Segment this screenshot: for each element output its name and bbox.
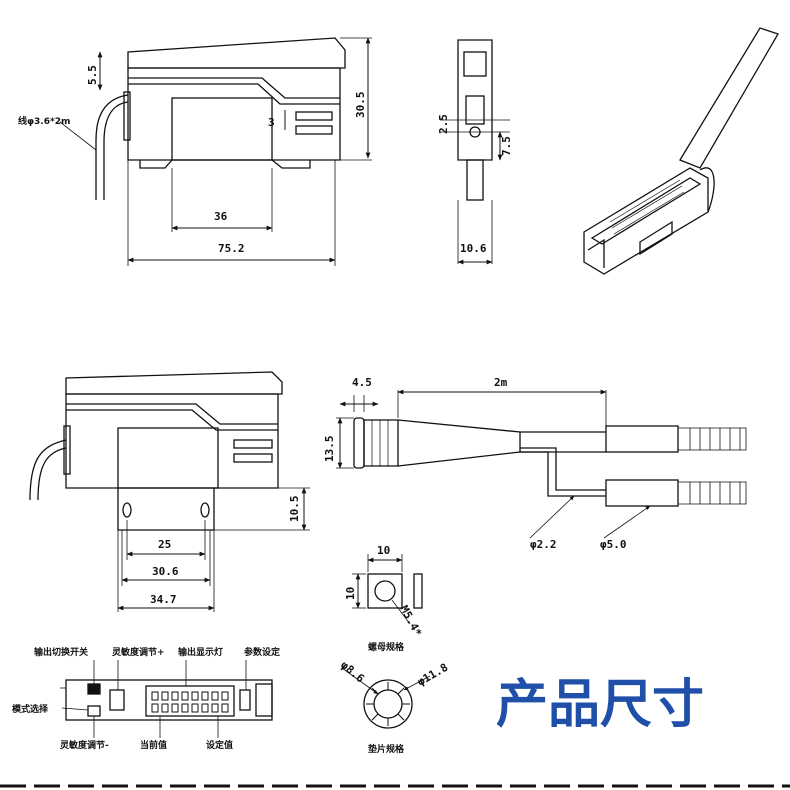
front-dim-length: 75.2 xyxy=(218,242,245,255)
fiber-head-b xyxy=(605,479,679,507)
mount-cable xyxy=(29,439,67,501)
iso-cable xyxy=(699,167,715,213)
washer-inner-label: φ8.6 xyxy=(338,658,367,685)
washer-caption: 垫片规格 xyxy=(368,743,405,755)
front-view-window xyxy=(171,97,273,161)
washer-inner xyxy=(373,689,403,719)
mount-dim-b: 30.6 xyxy=(152,565,179,578)
mount-bracket xyxy=(117,488,215,531)
front-dim-inner: 36 xyxy=(214,210,228,223)
fiber-cable xyxy=(336,389,747,539)
nut-body xyxy=(367,573,403,609)
fiber-dim-dia: 13.5 xyxy=(323,436,336,463)
front-cable-label: 线φ3.6*2m xyxy=(18,115,70,127)
front-view-stripe xyxy=(128,77,340,99)
front-view-cap xyxy=(127,37,346,69)
mount-dim-height: 10.5 xyxy=(288,496,301,523)
end-dim-a: 2.5 xyxy=(437,114,450,134)
iso-body xyxy=(583,167,709,275)
fiber-label-b: φ5.0 xyxy=(600,538,627,551)
front-view-body xyxy=(127,67,341,161)
fiber-connector-cap xyxy=(353,417,365,469)
label-set-value: 设定值 xyxy=(206,739,233,751)
panel-display-digits xyxy=(151,691,229,713)
page-title: 产品尺寸 xyxy=(496,675,704,735)
nut-dim-h: 10 xyxy=(344,587,357,600)
fiber-head-a xyxy=(605,425,679,453)
label-param-setting: 参数设定 xyxy=(244,646,281,658)
nut-drawing xyxy=(352,554,423,625)
label-sensitivity-plus: 灵敏度调节+ xyxy=(111,646,165,658)
label-sensitivity-minus: 灵敏度调节- xyxy=(59,739,109,751)
end-view-body xyxy=(457,39,493,161)
label-mode-select: 模式选择 xyxy=(12,703,49,715)
panel-display xyxy=(145,685,235,717)
label-output-switch: 输出切换开关 xyxy=(34,646,88,658)
nut-dim-w: 10 xyxy=(377,544,390,557)
label-current-value: 当前值 xyxy=(140,739,167,751)
nut-caption: 螺母规格 xyxy=(368,641,405,653)
fiber-connector xyxy=(363,419,399,467)
iso-lid xyxy=(679,27,779,169)
front-dim-top: 5.5 xyxy=(86,65,99,85)
washer-drawing xyxy=(341,667,431,729)
isometric-view xyxy=(583,27,779,275)
end-dim-width: 10.6 xyxy=(460,242,487,255)
fiber-boot xyxy=(397,419,521,467)
mount-dim-c: 34.7 xyxy=(150,593,177,606)
end-view-cable xyxy=(466,159,484,201)
front-cable xyxy=(95,94,129,200)
front-view xyxy=(59,37,372,266)
fiber-dim-cable: 2m xyxy=(494,376,508,389)
mount-dim-a: 25 xyxy=(158,538,171,551)
mount-view-body xyxy=(65,393,279,489)
end-dim-b: 7.5 xyxy=(500,136,513,156)
mount-view xyxy=(29,371,310,612)
front-dim-small: 3 xyxy=(268,116,275,129)
label-output-indicator: 输出显示灯 xyxy=(178,646,223,658)
washer-outer xyxy=(363,679,413,729)
end-view xyxy=(440,39,510,265)
control-panel xyxy=(60,660,273,738)
front-dim-height: 30.5 xyxy=(354,92,367,119)
fiber-label-a: φ2.2 xyxy=(530,538,557,551)
washer-outer-label: φ11.8 xyxy=(415,661,450,689)
fiber-dim-len: 4.5 xyxy=(352,376,372,389)
